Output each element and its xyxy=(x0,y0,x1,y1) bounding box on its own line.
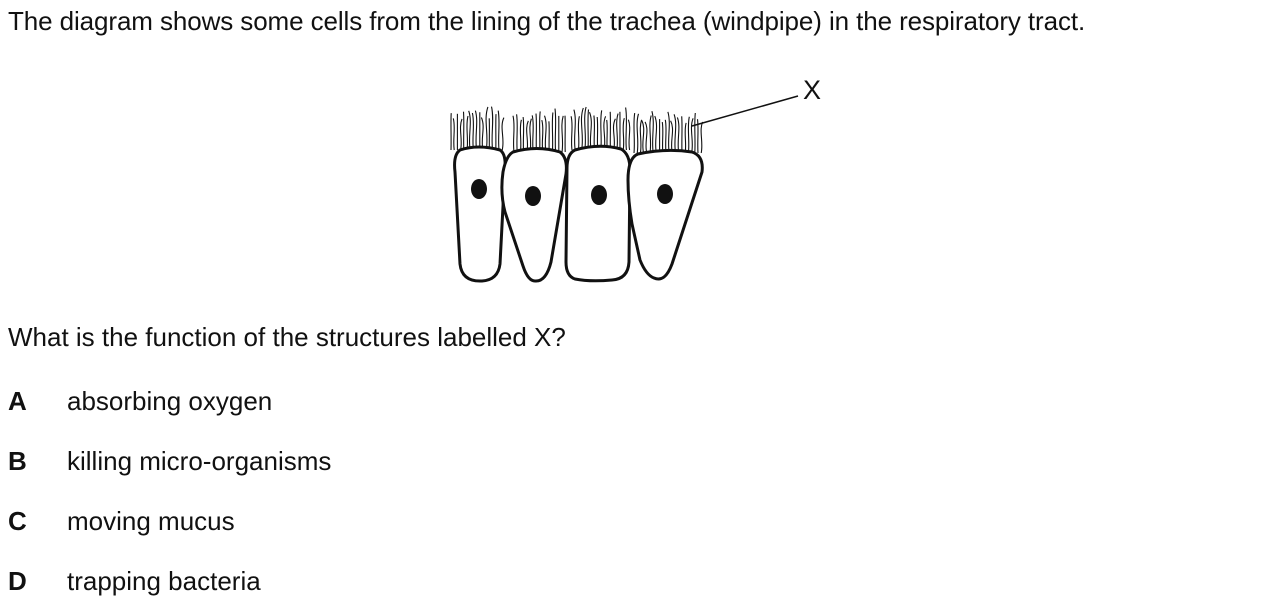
cilium xyxy=(612,118,616,151)
cilium xyxy=(501,117,505,151)
option-d[interactable]: D trapping bacteria xyxy=(8,566,608,602)
option-a[interactable]: A absorbing oxygen xyxy=(8,386,608,422)
cilium xyxy=(687,116,690,154)
cilium xyxy=(561,115,564,153)
cilium xyxy=(673,114,677,154)
nucleus-2 xyxy=(525,186,541,206)
cilium xyxy=(519,119,522,153)
cilium xyxy=(543,115,547,153)
cell-2 xyxy=(500,147,568,283)
cilium xyxy=(570,116,573,151)
nucleus-4 xyxy=(657,184,673,204)
cilium xyxy=(526,120,529,153)
cilium xyxy=(539,111,541,153)
cilia xyxy=(450,106,704,154)
cilium xyxy=(452,118,455,151)
cilium xyxy=(584,106,587,151)
cilium xyxy=(694,112,696,154)
cilium xyxy=(459,118,463,151)
cilium xyxy=(644,121,648,154)
cilium xyxy=(664,119,667,154)
cilium xyxy=(522,117,525,153)
cilium xyxy=(529,118,532,153)
nucleus-3 xyxy=(591,185,607,205)
cell-3 xyxy=(564,144,632,283)
cilium xyxy=(512,115,515,153)
cilium xyxy=(497,110,500,151)
cilium xyxy=(690,118,694,154)
cilium xyxy=(531,115,534,153)
question-intro: The diagram shows some cells from the li… xyxy=(8,6,1086,36)
cilium xyxy=(639,119,643,154)
option-b-text: killing micro-organisms xyxy=(67,446,332,476)
cilium xyxy=(580,107,584,151)
cilium xyxy=(551,112,554,153)
option-b-letter: B xyxy=(8,446,27,476)
label-x-pointer xyxy=(691,95,799,127)
cilium xyxy=(684,122,687,154)
cilium xyxy=(633,113,636,154)
nucleus-1 xyxy=(471,179,487,199)
cilium xyxy=(593,115,595,151)
cilium xyxy=(636,113,640,154)
question-prompt: What is the function of the structures l… xyxy=(8,322,566,352)
cell-4 xyxy=(626,148,704,281)
cilium xyxy=(588,111,592,151)
cilium xyxy=(480,117,484,151)
cilium xyxy=(490,106,494,151)
cilium xyxy=(654,115,658,154)
option-d-text: trapping bacteria xyxy=(67,566,261,596)
cilium xyxy=(649,115,652,154)
ciliated-cells-diagram: X xyxy=(450,75,821,283)
cilium xyxy=(700,121,704,154)
cilium xyxy=(696,119,699,154)
cilium xyxy=(516,114,518,153)
nuclei xyxy=(471,179,673,206)
cilium xyxy=(625,107,628,151)
cells xyxy=(453,144,704,283)
cilium xyxy=(670,120,674,154)
cilium xyxy=(600,110,603,151)
cilium xyxy=(676,117,680,154)
cilium xyxy=(641,120,645,154)
cilium xyxy=(577,116,580,151)
cilium xyxy=(466,115,469,151)
cilium xyxy=(651,111,654,154)
option-c-text: moving mucus xyxy=(67,506,235,536)
label-x: X xyxy=(803,75,821,105)
option-a-text: absorbing oxygen xyxy=(67,386,273,416)
option-a-letter: A xyxy=(8,386,27,416)
cilium xyxy=(573,109,576,151)
cilium xyxy=(627,119,631,151)
option-d-letter: D xyxy=(8,566,27,596)
cilium xyxy=(616,113,619,151)
cilium xyxy=(667,111,670,154)
option-c[interactable]: C moving mucus xyxy=(8,506,608,542)
option-c-letter: C xyxy=(8,506,27,536)
cilium xyxy=(485,106,489,151)
cell-1 xyxy=(453,145,507,283)
cilium xyxy=(474,110,478,151)
cilium xyxy=(622,118,625,151)
option-b[interactable]: B killing micro-organisms xyxy=(8,446,608,482)
cilium xyxy=(554,108,557,153)
cilium xyxy=(468,110,471,151)
cilium xyxy=(471,112,474,151)
cilium xyxy=(661,122,664,154)
cilium xyxy=(587,109,590,151)
